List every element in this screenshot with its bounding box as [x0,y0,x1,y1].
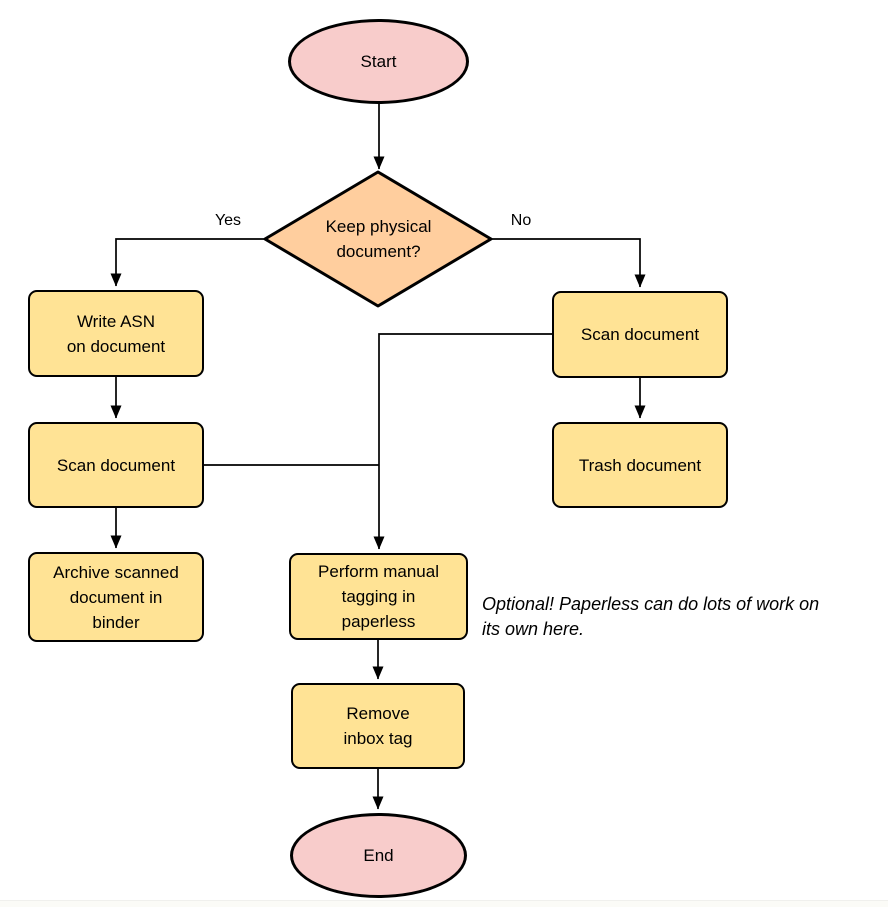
optional-note-line-2: its own here. [482,619,585,639]
node-trash-document-label: Trash document [578,455,702,475]
node-trash-document: Trash document [552,422,728,508]
page-bottom-strip [0,900,888,907]
edge-label-yes: Yes [214,212,242,229]
edge-scanright-to-tagging [373,333,552,550]
node-start: Start [288,19,469,104]
node-archive-binder: Archive scanned document in binder [28,552,204,642]
node-scan-document-left-label: Scan document [56,455,176,475]
node-scan-document-right-label: Scan document [580,325,700,344]
optional-note-line-1: Optional! Paperless can do lots of work … [482,594,820,614]
node-write-asn: Write ASN on document [28,290,204,377]
edge-decision-no [491,238,646,288]
node-scan-document-left: Scan document [28,422,204,508]
node-end: End [290,813,467,898]
node-perform-tagging: Perform manual tagging in paperless [289,553,468,640]
node-start-label: Start [360,52,397,71]
node-write-asn-label: Write ASN on document [66,311,166,356]
optional-note: Optional! Paperless can do lots of work … [482,592,888,642]
node-scan-document-right: Scan document [552,291,728,378]
node-perform-tagging-label: Perform manual tagging in paperless [318,562,439,631]
node-end-label: End [363,846,394,865]
edge-label-no: No [510,212,532,229]
decision-node-shape [263,170,493,308]
node-remove-inbox-tag: Remove inbox tag [291,683,465,769]
edge-decision-yes [110,238,265,287]
node-decision-label: Keep physical document? [325,217,432,261]
node-remove-inbox-tag-label: Remove inbox tag [343,704,413,748]
node-archive-binder-label: Archive scanned document in binder [53,562,179,632]
